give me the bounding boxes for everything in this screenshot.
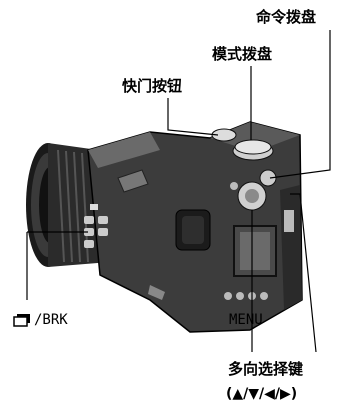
drive-brk-label: /BRK — [34, 312, 68, 328]
mode-dial-label: 模式拨盘 — [212, 45, 273, 63]
command-dial-label: 命令拨盘 — [256, 8, 317, 26]
leader-lines — [26, 30, 331, 353]
multi-selector-label: 多向选择键 — [228, 360, 304, 378]
lens — [26, 143, 110, 267]
camera-body — [84, 121, 303, 333]
drive-mode-icon — [13, 314, 30, 327]
multi-selector-arrows-label: (▲/▼/◀/▶) — [226, 386, 298, 402]
menu-label: MENU — [229, 312, 263, 328]
shutter-button-label: 快门按钮 — [122, 77, 183, 95]
